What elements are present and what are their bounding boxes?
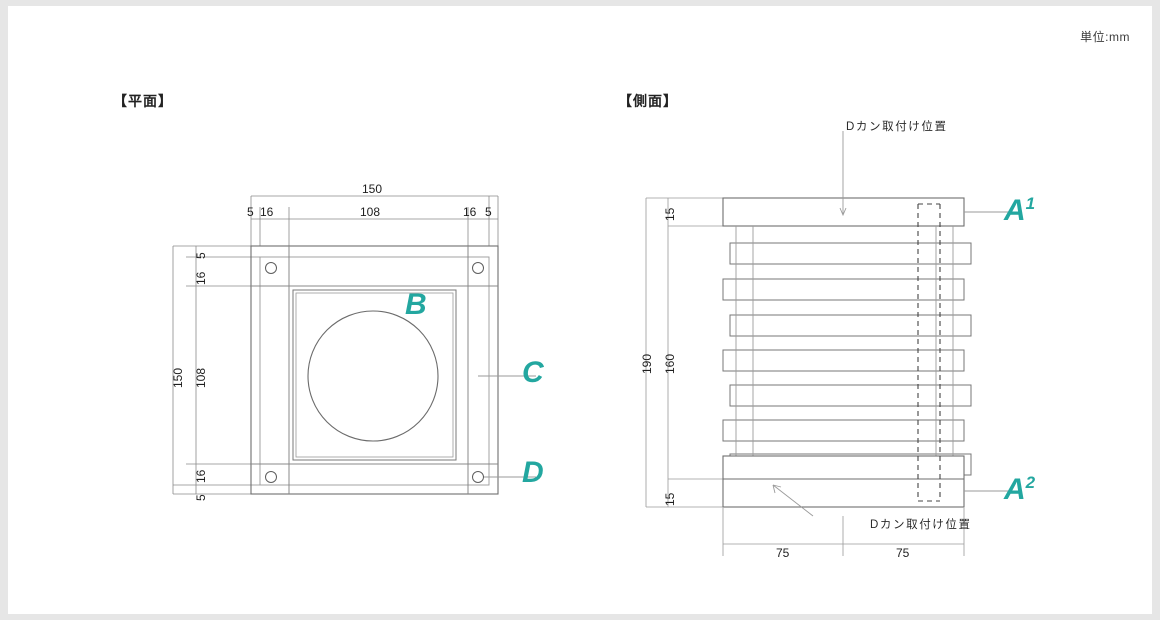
plan-view-drawing xyxy=(172,195,536,495)
screw-hole-top-left xyxy=(265,262,277,274)
slat xyxy=(729,384,972,407)
callout-tag-d-label: D xyxy=(522,456,544,489)
plan-dim-left-5-top: 5 xyxy=(194,252,208,259)
side-dim-bottom-75-left: 75 xyxy=(776,546,790,560)
side-view-drawing xyxy=(645,131,1018,556)
slat xyxy=(722,419,965,442)
callout-tag-a1: A1 xyxy=(1004,195,1035,226)
callout-tag-a2-label: A xyxy=(1004,473,1026,506)
note-dkan-top: Dカン取付け位置 xyxy=(846,121,948,133)
plan-dim-left-overall: 150 xyxy=(171,367,185,388)
slat xyxy=(729,314,972,337)
plan-dim-left-16-top: 16 xyxy=(194,271,208,285)
callout-tag-b-label: B xyxy=(405,288,427,321)
plan-dim-top-16-right: 16 xyxy=(463,205,477,219)
plan-dim-top-5-right: 5 xyxy=(485,205,492,219)
slat xyxy=(722,278,965,301)
callout-tag-d: D xyxy=(522,458,544,488)
plan-dim-top-108: 108 xyxy=(360,205,381,219)
side-dim-top-15: 15 xyxy=(663,207,677,221)
callout-tag-a1-sup: 1 xyxy=(1025,194,1036,213)
side-dim-bottom-75-right: 75 xyxy=(896,546,910,560)
plan-dim-top-overall: 150 xyxy=(362,182,383,196)
callout-tag-c-label: C xyxy=(522,356,544,389)
plan-view-title: 【平面】 xyxy=(113,93,173,109)
side-dim-overall-190: 190 xyxy=(640,353,654,374)
screw-hole-bottom-left xyxy=(265,471,277,483)
callout-tag-a1-label: A xyxy=(1004,194,1026,227)
plan-dim-left-108: 108 xyxy=(194,367,208,388)
callout-tag-b: B xyxy=(405,290,427,320)
plan-dim-top-5-left: 5 xyxy=(247,205,254,219)
screw-hole-top-right xyxy=(472,262,484,274)
callout-tag-a2-sup: 2 xyxy=(1025,473,1036,492)
side-view-title: 【側面】 xyxy=(618,93,678,109)
note-dkan-bottom: Dカン取付け位置 xyxy=(870,519,972,531)
plan-dim-left-16-bottom: 16 xyxy=(194,469,208,483)
slat xyxy=(729,242,972,265)
slat xyxy=(722,349,965,372)
drawing-sheet: 単位:mm 【平面】 【側面】 xyxy=(8,6,1152,614)
side-dim-bottom-15: 15 xyxy=(663,492,677,506)
slab-top xyxy=(722,197,965,227)
callout-tag-a2: A2 xyxy=(1004,474,1035,505)
note-leader-top xyxy=(839,131,847,217)
plan-dim-top-16-left: 16 xyxy=(260,205,274,219)
plan-dim-left-5-bottom: 5 xyxy=(194,494,208,501)
screw-hole-bottom-right xyxy=(472,471,484,483)
plan-center-circle xyxy=(307,310,439,442)
side-dim-middle-160: 160 xyxy=(663,353,677,374)
note-leader-bottom xyxy=(772,484,814,517)
callout-tag-c: C xyxy=(522,358,544,388)
slab-bottom xyxy=(722,455,965,508)
unit-note: 単位:mm xyxy=(1080,30,1130,44)
